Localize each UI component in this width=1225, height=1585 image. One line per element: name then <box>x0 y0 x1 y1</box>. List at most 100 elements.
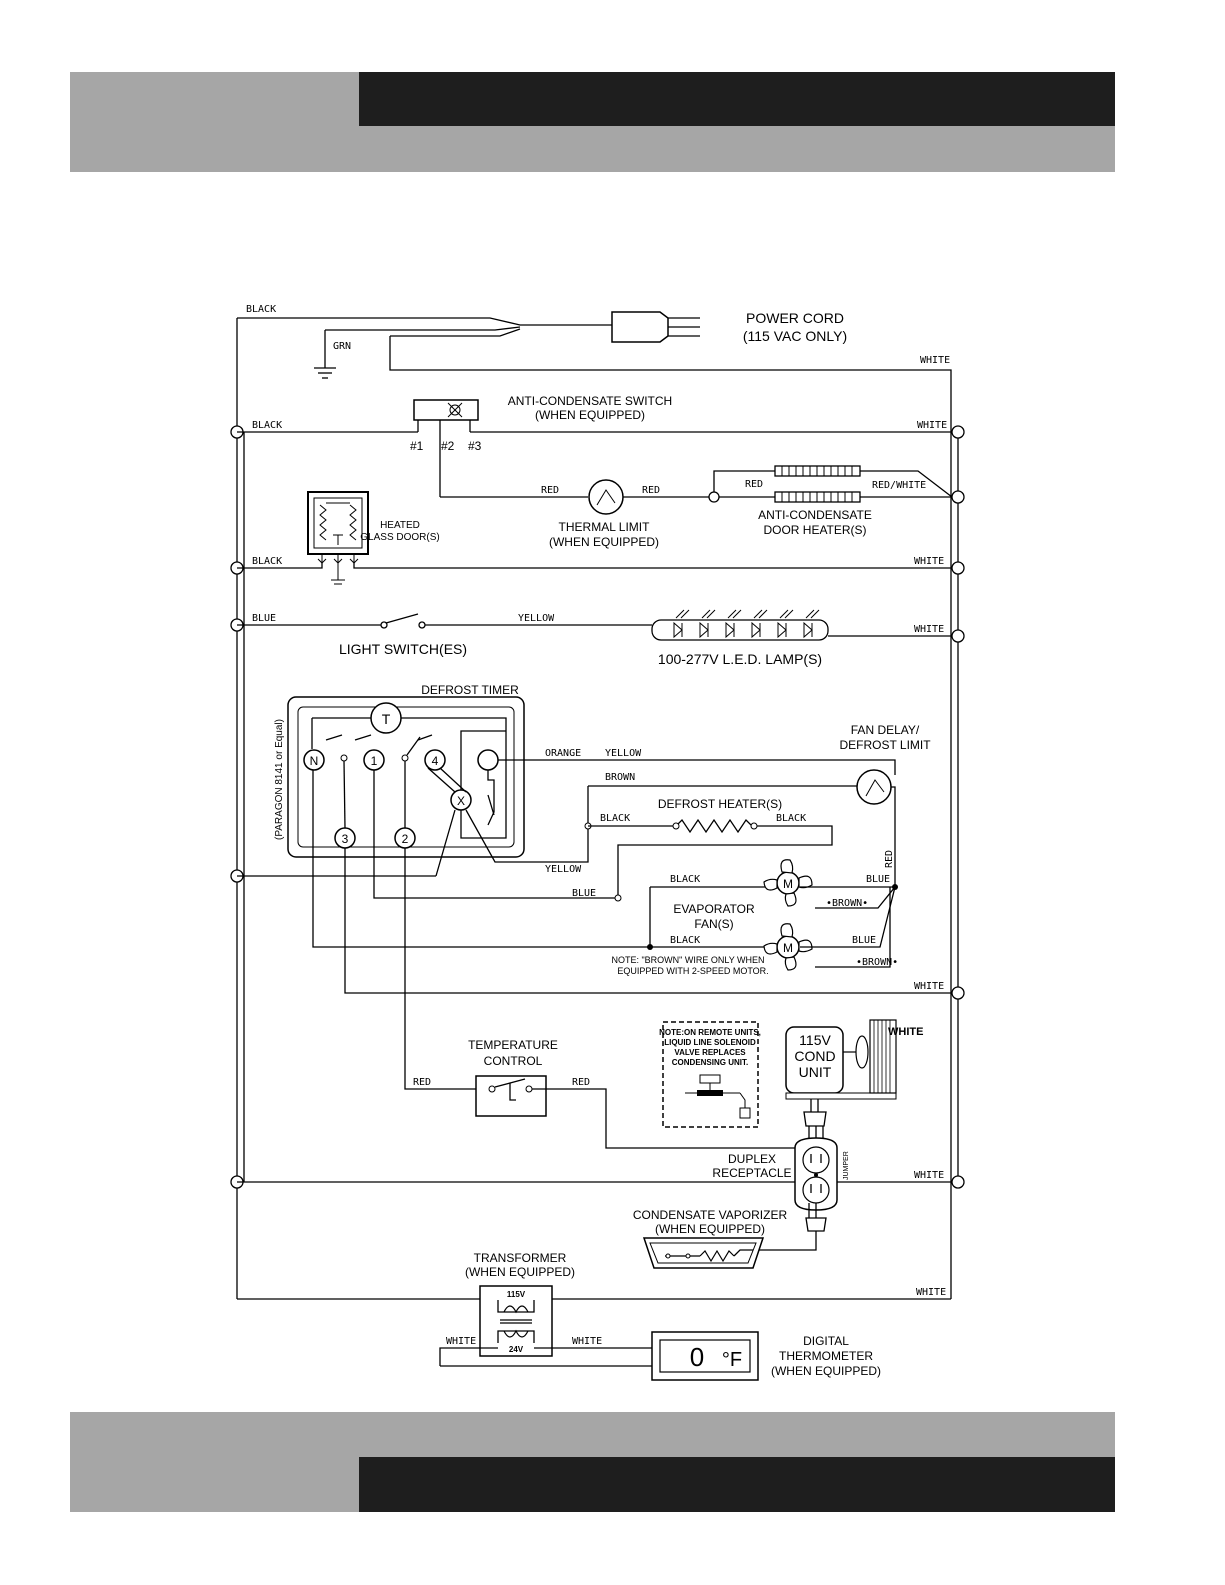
transformer-box <box>479 1285 553 1357</box>
timer-terminal-x-letter: X <box>457 794 465 808</box>
wire-label-white: WHITE <box>888 1026 923 1038</box>
cond-unit-voltage: 115V <box>799 1032 831 1048</box>
timer-terminal-3-number: 3 <box>342 832 349 846</box>
wire-label-yellow: YELLOW <box>518 613 555 624</box>
fan-delay-sublabel: DEFROST LIMIT <box>839 738 931 752</box>
thermal-limit-sublabel: (WHEN EQUIPPED) <box>549 535 659 549</box>
duplex-receptacle: JUMPER DUPLEX RECEPTACLE WHITE <box>237 1137 951 1251</box>
vaporizer-plug <box>805 1217 827 1232</box>
timer-terminal-x <box>450 789 472 811</box>
footer-black-bar <box>359 1457 1115 1512</box>
wire-label-white: WHITE <box>917 420 947 431</box>
cond-unit-label: COND <box>794 1048 835 1064</box>
rail-terminal <box>951 629 965 643</box>
defrost-timer: T N 1 4 X 3 2 DEFROST TIMER (PARAGON 814… <box>274 683 525 858</box>
jumper-label: JUMPER <box>843 1151 850 1180</box>
thermometer-label: DIGITAL <box>803 1334 849 1348</box>
thermometer-sublabel: (WHEN EQUIPPED) <box>771 1364 881 1378</box>
wire-label-black: BLACK <box>600 813 630 824</box>
note-brown-line2: EQUIPPED WITH 2-SPEED MOTOR. <box>617 966 768 976</box>
temp-control-box <box>475 1075 547 1117</box>
note-brown-line1: NOTE: "BROWN" WIRE ONLY WHEN <box>611 955 764 965</box>
evap-fan-label: EVAPORATOR <box>673 902 755 916</box>
wire-label-brown: •BROWN• <box>856 957 898 968</box>
wire-label-black: BLACK <box>670 935 700 946</box>
defrost-timer-housing <box>287 696 525 858</box>
timer-motor-letter: T <box>382 711 391 727</box>
cond-unit-plug <box>803 1111 827 1127</box>
fan-delay-limit-icon <box>856 769 892 805</box>
wire-label-red: RED <box>884 850 895 868</box>
wire-label-white: WHITE <box>914 624 944 635</box>
anti-switch-label: ANTI-CONDENSATE SWITCH <box>508 394 672 408</box>
thermal-limit-icon <box>588 479 624 515</box>
door-heater-label: ANTI-CONDENSATE <box>758 508 872 522</box>
remote-note-line1: NOTE:ON REMOTE UNITS, <box>659 1028 761 1037</box>
anti-switch-sublabel: (WHEN EQUIPPED) <box>535 408 645 422</box>
wire-label-grn: GRN <box>333 341 351 352</box>
solenoid-valve-icon <box>685 1074 751 1119</box>
plug-body <box>611 311 669 343</box>
wire-label-brown: •BROWN• <box>826 898 868 909</box>
rail-terminal <box>951 425 965 439</box>
rail-terminal <box>951 561 965 575</box>
heated-glass-sublabel: GLASS DOOR(S) <box>360 532 439 543</box>
wire-label-black: BLACK <box>246 304 276 315</box>
cond-unit-sublabel: UNIT <box>799 1064 832 1080</box>
terminal-3: #3 <box>468 439 482 453</box>
header-black-bar <box>359 72 1115 126</box>
wire-label-black: BLACK <box>776 813 806 824</box>
thermal-limit-label: THERMAL LIMIT <box>559 520 651 534</box>
wire-label-white: WHITE <box>914 556 944 567</box>
timer-terminal-1-number: 1 <box>371 754 378 768</box>
duplex-sublabel: RECEPTACLE <box>712 1166 791 1180</box>
wire-label-yellow: YELLOW <box>605 748 642 759</box>
timer-terminal-n-letter: N <box>310 754 319 768</box>
wire-label-white: WHITE <box>446 1336 476 1347</box>
switch-body <box>413 399 479 421</box>
wire-label-blue: BLUE <box>572 888 596 899</box>
wire-label-red: RED <box>642 485 660 496</box>
remote-note-line3: VALVE REPLACES <box>674 1048 746 1057</box>
defrost-heater-element <box>675 818 753 834</box>
wire-label-brown: BROWN <box>605 772 635 783</box>
paragon-label: (PARAGON 8141 or Equal) <box>274 719 285 840</box>
thermometer-unit: °F <box>722 1349 742 1371</box>
wire-label-red: RED <box>541 485 559 496</box>
thermometer-display <box>659 1339 751 1373</box>
timer-terminal-2-number: 2 <box>402 832 409 846</box>
transformer-thermometer: WHITE 115V 24V WHITE WHITE TRANSFORMER (… <box>237 1251 951 1381</box>
timer-terminal-n <box>303 749 325 771</box>
remote-note-line2: LIQUID LINE SOLENOID <box>664 1038 756 1047</box>
transformer-secondary-label: 24V <box>509 1345 524 1354</box>
vaporizer-label: CONDENSATE VAPORIZER <box>633 1208 788 1222</box>
temp-control-label: TEMPERATURE <box>468 1038 558 1052</box>
defrost-heater-label: DEFROST HEATER(S) <box>658 797 782 811</box>
wire-label-red: RED <box>572 1077 590 1088</box>
heated-glass-door: HEATED GLASS DOOR(S) BLACK WHITE <box>237 491 951 585</box>
wire-label-white: WHITE <box>916 1287 946 1298</box>
power-cord: POWER CORD (115 VAC ONLY) BLACK GRN WHIT… <box>237 304 952 379</box>
rail-terminal <box>951 986 965 1000</box>
light-switch-label: LIGHT SWITCH(ES) <box>339 641 467 657</box>
timer-terminal-4-number: 4 <box>432 754 439 768</box>
evap-fan-motor-letter: M <box>783 941 793 955</box>
terminal-2: #2 <box>441 439 455 453</box>
evap-fan-motor-letter: M <box>783 877 793 891</box>
switch-lamp-icon <box>449 404 461 416</box>
wire-label-black: BLACK <box>252 556 282 567</box>
wire-label-black: BLACK <box>252 420 282 431</box>
power-cord-label: POWER CORD <box>746 310 844 326</box>
wire-label-blue: BLUE <box>866 874 890 885</box>
condensing-unit: 115V COND UNIT WHITE <box>785 1019 923 1140</box>
wire-label-orange: ORANGE <box>545 748 581 759</box>
wire-label-red: RED <box>745 479 763 490</box>
remote-note-line4: CONDENSING UNIT. <box>672 1058 748 1067</box>
evaporator-fans: M M BLACK BLUE •BROWN• BLACK BLUE •BROWN… <box>312 770 951 994</box>
defrost-wiring: ORANGE YELLOW BROWN BLACK BLACK YELLOW B… <box>237 723 931 902</box>
condenser-fan-icon <box>855 1035 869 1069</box>
temp-control-sublabel: CONTROL <box>484 1054 543 1068</box>
wire-label-yellow: YELLOW <box>545 864 582 875</box>
condensate-vaporizer: CONDENSATE VAPORIZER (WHEN EQUIPPED) <box>633 1208 788 1269</box>
